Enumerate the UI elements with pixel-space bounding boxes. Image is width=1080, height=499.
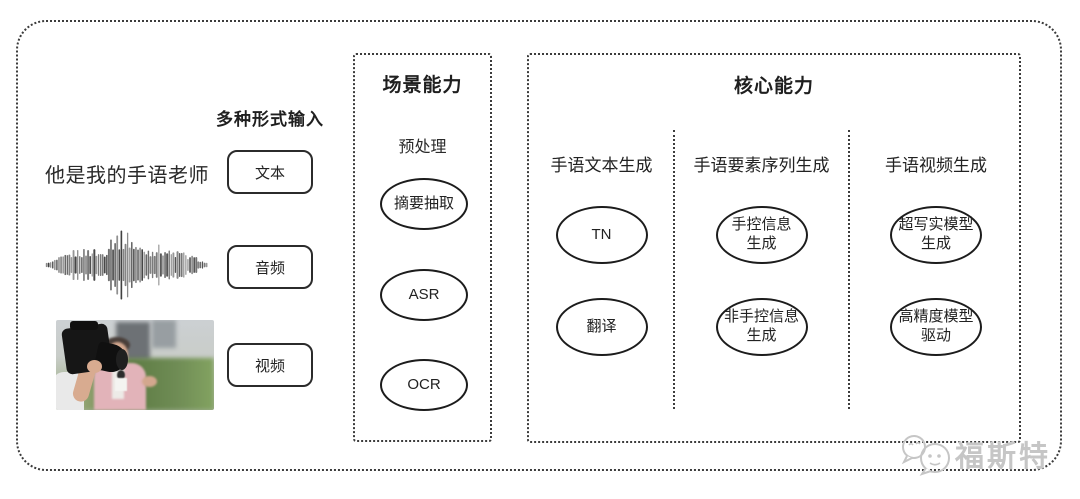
node-asr: ASR bbox=[380, 269, 468, 321]
photo-mic-flag bbox=[115, 378, 127, 391]
photo-reporter-hand bbox=[142, 376, 157, 387]
input-box-video-label: 视频 bbox=[254, 357, 285, 375]
input-box-text: 文本 bbox=[227, 150, 313, 194]
column-sign-element-sequence-generation: 手语要素序列生成 手控信息 生成 非手控信息 生成 bbox=[674, 55, 849, 441]
node-manual-info-generation: 手控信息 生成 bbox=[715, 206, 808, 264]
node-tn: TN bbox=[555, 206, 648, 264]
watermark: 福斯特 bbox=[899, 430, 1059, 478]
input-box-text-label: 文本 bbox=[254, 164, 285, 182]
chat-bubbles-logo-icon bbox=[901, 435, 950, 476]
input-box-video: 视频 bbox=[227, 343, 313, 387]
column-divider bbox=[673, 130, 675, 409]
audio-waveform-icon bbox=[43, 227, 211, 303]
core-panel-title: 核心能力 bbox=[733, 76, 814, 97]
column-header: 手语文本生成 bbox=[550, 156, 653, 175]
column-header: 手语视频生成 bbox=[885, 156, 987, 175]
core-capability-panel: 核心能力 手语文本生成 TN 翻译 手语要素序列生成 手控信息 生成 非手控信息… bbox=[527, 53, 1021, 443]
preprocess-label: 预处理 bbox=[398, 139, 447, 156]
node-translation: 翻译 bbox=[555, 298, 648, 356]
audio-waveform-svg bbox=[45, 230, 208, 300]
node-high-precision-model-driving: 高精度模型 驱动 bbox=[890, 298, 982, 356]
input-box-audio-label: 音频 bbox=[254, 259, 285, 277]
node-summary-extraction: 摘要抽取 bbox=[380, 178, 468, 230]
node-non-manual-info-generation: 非手控信息 生成 bbox=[715, 298, 808, 356]
watermark-text: 福斯特 bbox=[955, 441, 1052, 473]
photo-building-light bbox=[152, 320, 176, 348]
node-hyperrealistic-model-generation: 超写实模型 生成 bbox=[890, 206, 982, 264]
column-sign-text-generation: 手语文本生成 TN 翻译 bbox=[529, 55, 674, 441]
photo-camera-top bbox=[70, 321, 98, 330]
photo-cameraman-hand bbox=[87, 360, 102, 373]
column-divider bbox=[848, 130, 850, 409]
photo-microphone bbox=[117, 370, 125, 380]
sample-text-sentence: 他是我的手语老师 bbox=[45, 165, 209, 187]
scene-capability-panel: 场景能力 预处理 摘要抽取 ASR OCR bbox=[353, 53, 492, 442]
column-sign-video-generation: 手语视频生成 超写实模型 生成 高精度模型 驱动 bbox=[849, 55, 1023, 441]
column-header: 手语要素序列生成 bbox=[693, 156, 830, 175]
scene-panel-title: 场景能力 bbox=[382, 75, 463, 96]
reporter-interview-photo bbox=[56, 320, 214, 410]
input-section-header: 多种形式输入 bbox=[216, 110, 324, 129]
node-ocr: OCR bbox=[380, 359, 468, 411]
outer-dotted-frame bbox=[16, 20, 1062, 471]
photo-camera-lens-ring bbox=[116, 349, 128, 370]
input-box-audio: 音频 bbox=[227, 245, 313, 289]
